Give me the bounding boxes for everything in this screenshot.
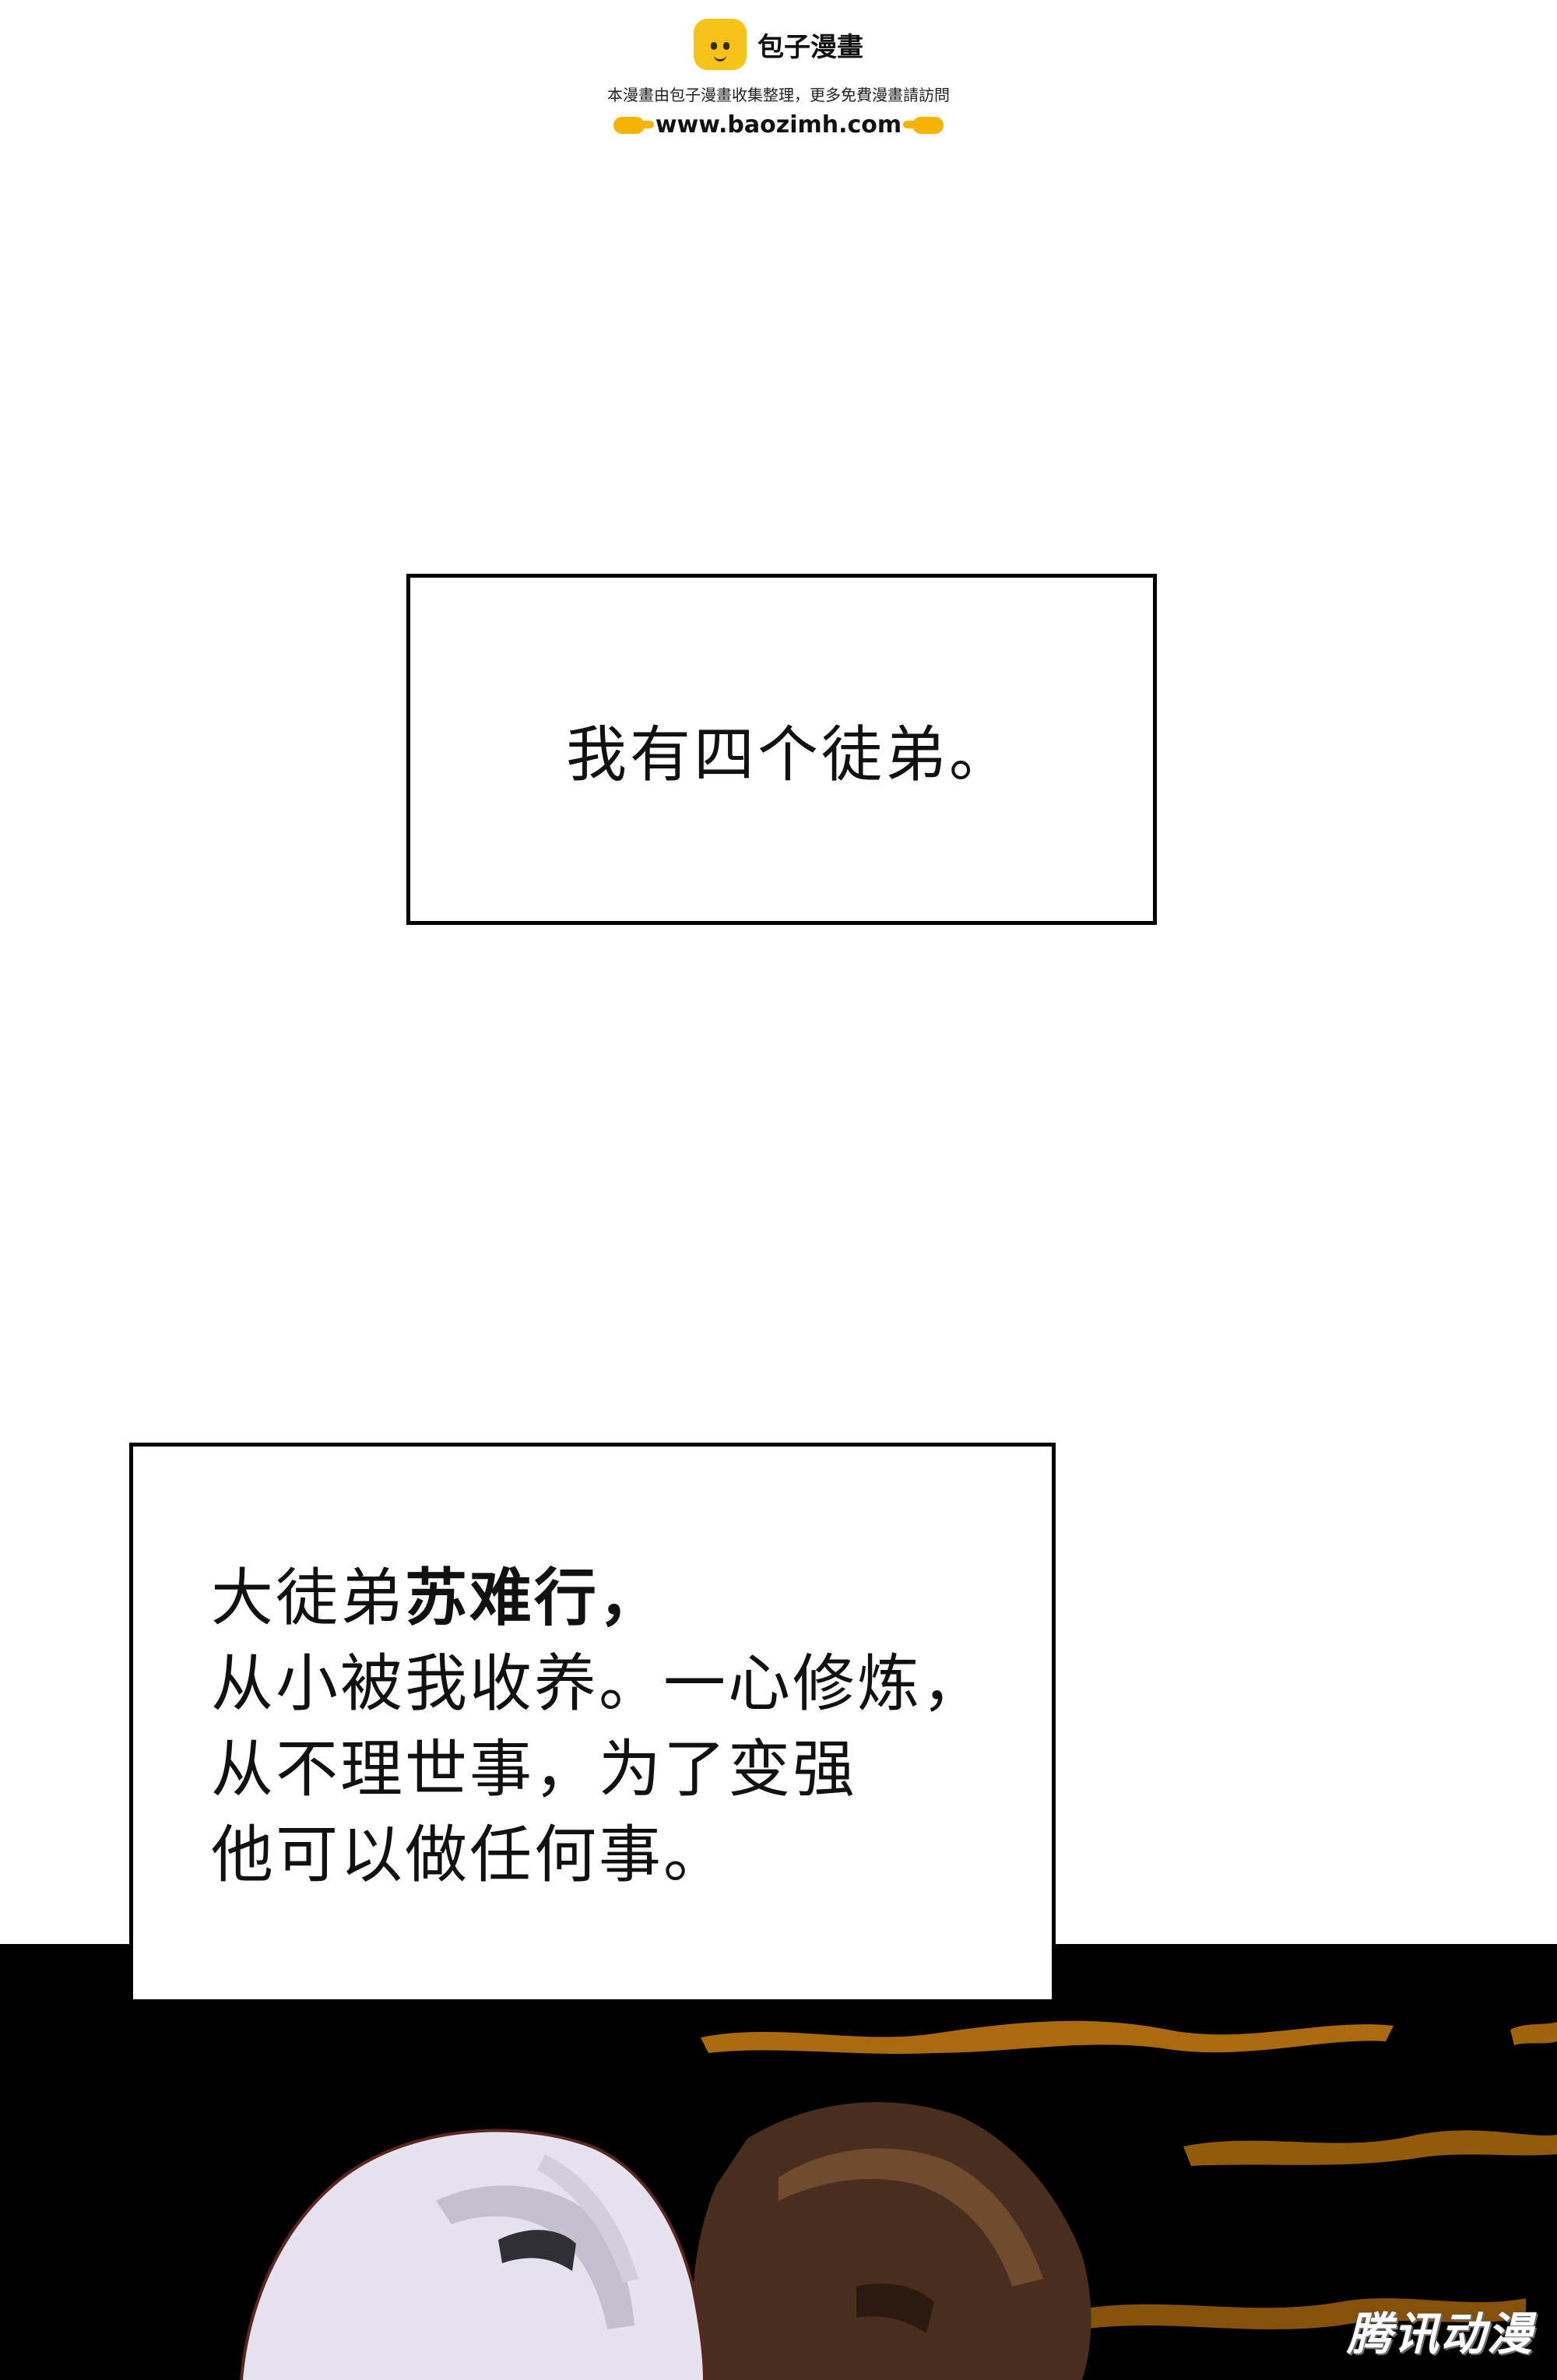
publisher-watermark: 腾讯动漫 [1346, 2308, 1534, 2361]
caption-intro-text: 我有四个徒弟。 [566, 719, 1014, 790]
caption-box-first-disciple: 大徒弟苏难行， 从小被我收养。一心修炼， 从不理世事，为了变强 他可以做任何事。 [129, 1443, 1056, 2003]
disciple-name: 苏难行 [405, 1562, 599, 1634]
dark-hair-highlight [778, 2148, 1043, 2287]
figure-outline [240, 2129, 706, 2380]
ember-streak [701, 2020, 1394, 2055]
caption-line-1-prefix: 大徒弟 [211, 1562, 405, 1634]
bun-face-icon [694, 19, 747, 70]
hair-ribbon [498, 2230, 576, 2271]
watermark-brand-row: 包子漫畫 [0, 17, 1557, 72]
ember-streak [1510, 2022, 1557, 2045]
watermark-brand: 包子漫畫 [757, 31, 863, 63]
white-hair-shadow [436, 2185, 634, 2329]
hand-point-right-icon [613, 116, 654, 134]
hand-point-left-icon [903, 116, 944, 134]
ember-streak [1183, 2130, 1557, 2166]
hair-tie [856, 2283, 934, 2333]
watermark-url-row: www.baozimh.com [0, 111, 1557, 139]
site-watermark: 包子漫畫 本漫畫由包子漫畫收集整理，更多免費漫畫請訪問 www.baozimh.… [0, 17, 1557, 139]
comic-panel-artwork [0, 1944, 1557, 2380]
caption-line-3: 从不理世事，为了变强 [211, 1733, 857, 1805]
caption-line-1-suffix: ， [599, 1562, 663, 1634]
watermark-note: 本漫畫由包子漫畫收集整理，更多免費漫畫請訪問 [607, 86, 950, 104]
watermark-url: www.baozimh.com [655, 111, 902, 139]
caption-line-4: 他可以做任何事。 [211, 1819, 728, 1891]
caption-line-1: 大徒弟苏难行， [211, 1556, 1052, 1641]
caption-box-intro: 我有四个徒弟。 [406, 574, 1157, 925]
white-hair-strand [537, 2154, 638, 2283]
caption-line-2: 从小被我收养。一心修炼， [211, 1647, 986, 1720]
ember-streak [1074, 2298, 1526, 2329]
